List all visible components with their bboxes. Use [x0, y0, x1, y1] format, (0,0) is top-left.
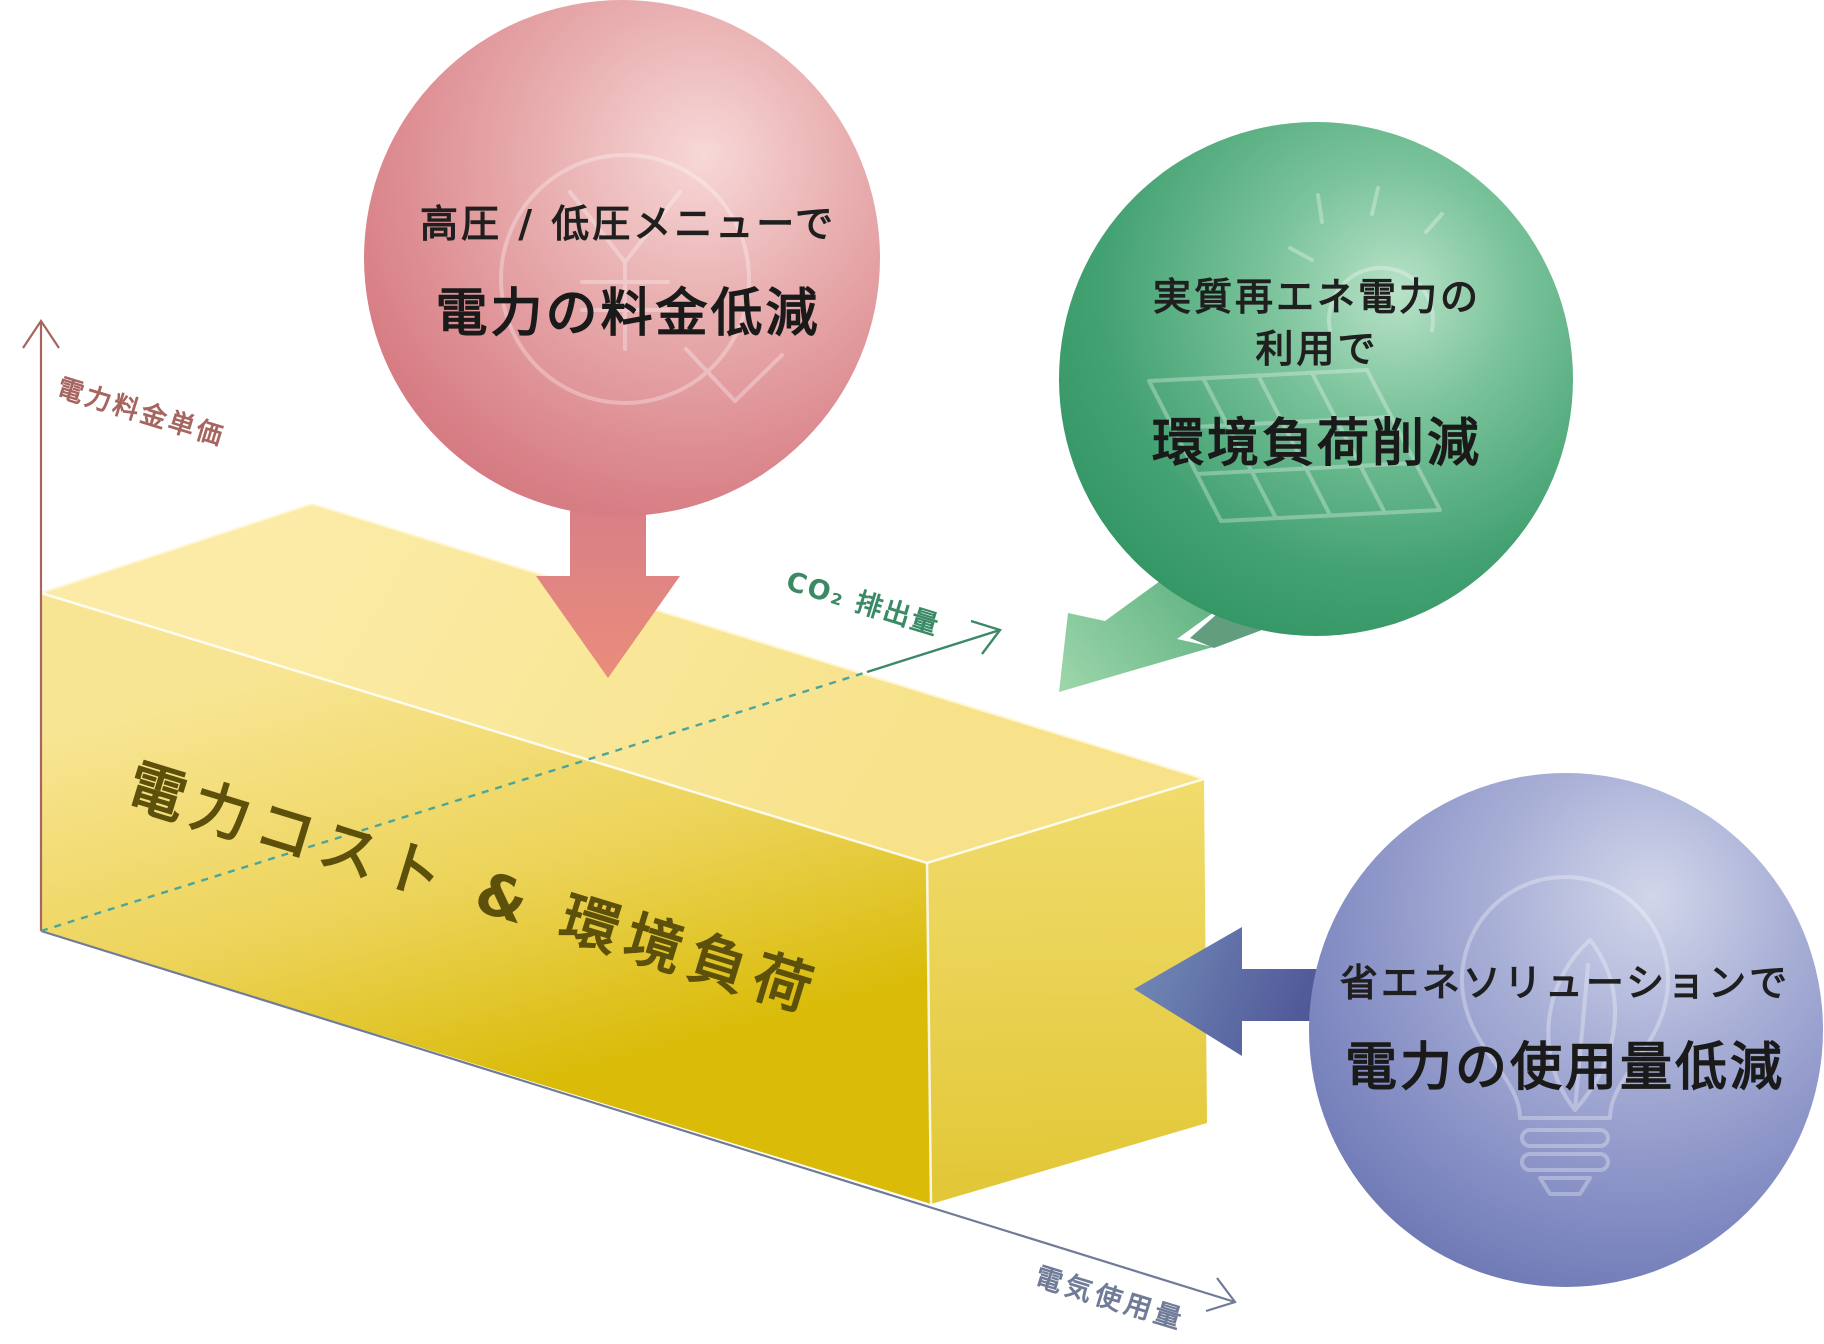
yen-icon — [499, 153, 784, 405]
renewable-bubble-subtitle-line2: 利用で — [1255, 327, 1378, 371]
cost-box — [40, 502, 1207, 1205]
usage-axis-arrowhead — [1205, 1277, 1237, 1313]
rate-bubble-text: 高圧 / 低圧メニューで 電力の料金低減 — [420, 202, 836, 344]
renewable-bubble-subtitle-line1: 実質再エネ電力の — [1153, 275, 1481, 319]
co2-axis-line — [866, 628, 1001, 674]
cost-box-front-face — [41, 593, 931, 1204]
solar-panel-icon — [1147, 186, 1444, 523]
price-axis-label: 電力料金単価 — [53, 372, 228, 453]
usage-axis-label: 電気使用量 — [1031, 1261, 1189, 1337]
usage-axis-line — [40, 929, 1236, 1304]
cost-box-side-face — [927, 779, 1207, 1204]
co2-axis-hidden-line — [40, 670, 868, 933]
lightbulb-icon — [1460, 875, 1670, 1196]
saving-left-arrow — [1134, 927, 1345, 1056]
price-axis-arrowhead — [22, 319, 60, 349]
co2-axis-label: CO₂ 排出量 — [782, 566, 943, 642]
co2-axis-arrowhead — [970, 619, 1002, 655]
rate-down-arrow — [536, 480, 680, 678]
cost-box-top-face — [41, 504, 1204, 863]
renewable-bubble-text: 実質再エネ電力の 利用で 環境負荷削減 — [1152, 275, 1482, 474]
co2-axis — [40, 619, 1002, 933]
rate-bubble-subtitle: 高圧 / 低圧メニューで — [420, 202, 836, 246]
renewable-bubble-title: 環境負荷削減 — [1152, 414, 1482, 474]
cost-box-corner-edge — [925, 862, 933, 1205]
price-axis — [22, 319, 60, 931]
cost-box-back-edge — [40, 502, 1205, 780]
renewable-bubble — [1059, 122, 1573, 636]
rate-bubble — [364, 0, 880, 516]
usage-axis — [40, 929, 1237, 1313]
saving-bubble-subtitle: 省エネソリューションで — [1340, 961, 1790, 1005]
saving-bubble-title: 電力の使用量低減 — [1345, 1038, 1785, 1098]
saving-bubble-text: 省エネソリューションで 電力の使用量低減 — [1340, 961, 1790, 1098]
saving-bubble — [1309, 773, 1823, 1287]
rate-bubble-title: 電力の料金低減 — [435, 284, 820, 344]
